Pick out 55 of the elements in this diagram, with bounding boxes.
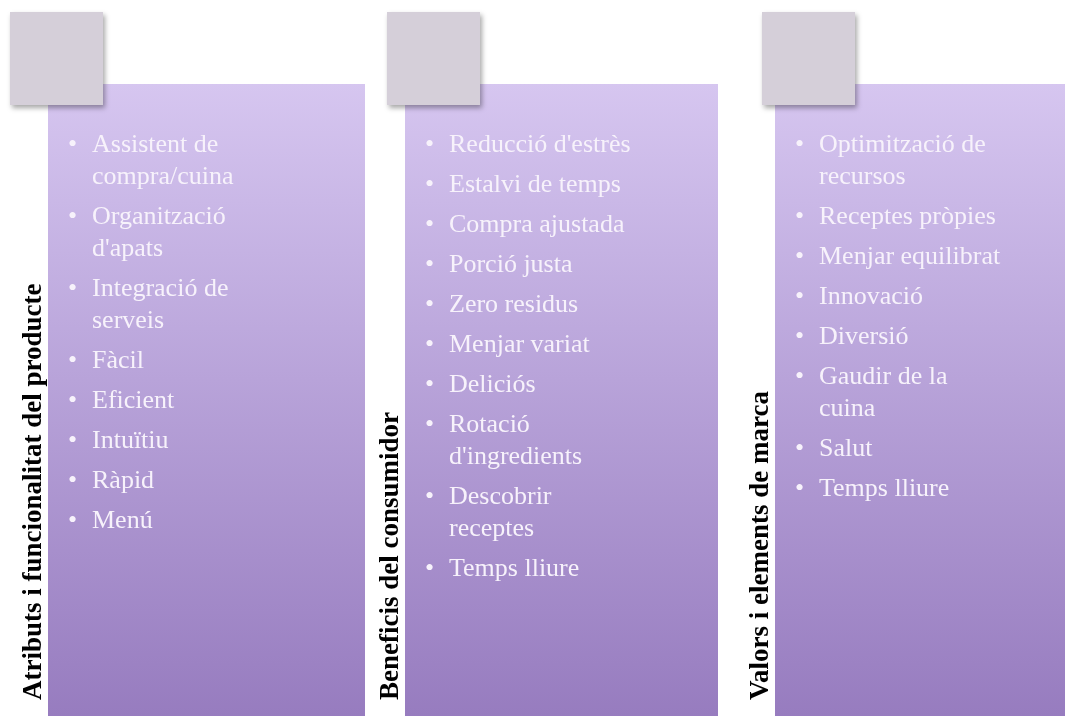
list-item-text: Rotació d'ingredients bbox=[449, 408, 584, 472]
bullet-mark: • bbox=[425, 408, 436, 440]
bullet-mark: • bbox=[425, 288, 436, 320]
list-item-text: Temps lliure bbox=[449, 552, 581, 584]
bullet-mark: • bbox=[795, 360, 806, 392]
square-tab bbox=[387, 12, 480, 105]
square-tab bbox=[10, 12, 103, 105]
bullet-mark: • bbox=[425, 248, 436, 280]
bullet-mark: • bbox=[795, 472, 806, 504]
bullet-mark: • bbox=[795, 280, 806, 312]
bullet-mark: • bbox=[68, 384, 79, 416]
list-item-text: Menjar equilibrat bbox=[819, 240, 1002, 272]
vertical-heading: Atributs i funcionalitat del producte bbox=[16, 283, 48, 700]
list-item-text: Organització d'apats bbox=[92, 200, 227, 264]
list-item-text: Diversió bbox=[819, 320, 910, 352]
list-item-text: Temps lliure bbox=[819, 472, 951, 504]
bullet-mark: • bbox=[425, 328, 436, 360]
list-item-text: Integració de serveis bbox=[92, 272, 230, 336]
bullet-mark: • bbox=[425, 552, 436, 584]
list-item-text: Gaudir de la cuina bbox=[819, 360, 949, 424]
list-item-text: Porció justa bbox=[449, 248, 574, 280]
bullet-mark: • bbox=[68, 344, 79, 376]
list-item-text: Fàcil bbox=[92, 344, 145, 376]
list-item-text: Compra ajustada bbox=[449, 208, 626, 240]
bullet-mark: • bbox=[795, 320, 806, 352]
bullet-mark: • bbox=[795, 432, 806, 464]
bullet-mark: • bbox=[68, 200, 79, 232]
list-item-text: Ràpid bbox=[92, 464, 156, 496]
list-item-text: Deliciós bbox=[449, 368, 537, 400]
bullet-mark: • bbox=[68, 424, 79, 456]
bullet-mark: • bbox=[795, 240, 806, 272]
list-item-text: Innovació bbox=[819, 280, 924, 312]
bullet-mark: • bbox=[795, 200, 806, 232]
list-item-text: Menjar variat bbox=[449, 328, 591, 360]
bullet-mark: • bbox=[68, 504, 79, 536]
bullet-mark: • bbox=[425, 168, 436, 200]
bullet-mark: • bbox=[425, 128, 436, 160]
list-item-text: Intuïtiu bbox=[92, 424, 170, 456]
vertical-heading: Beneficis del consumidor bbox=[373, 412, 405, 700]
list-item-text: Menú bbox=[92, 504, 154, 536]
list-item-text: Estalvi de temps bbox=[449, 168, 622, 200]
list-item-text: Receptes pròpies bbox=[819, 200, 997, 232]
square-tab bbox=[762, 12, 855, 105]
bullet-mark: • bbox=[68, 128, 79, 160]
list-item-text: Descobrir receptes bbox=[449, 480, 553, 544]
bullet-mark: • bbox=[425, 480, 436, 512]
list-item-text: Salut bbox=[819, 432, 874, 464]
bullet-mark: • bbox=[795, 128, 806, 160]
list-item-text: Eficient bbox=[92, 384, 176, 416]
bullet-mark: • bbox=[425, 368, 436, 400]
bullet-mark: • bbox=[425, 208, 436, 240]
vertical-heading: Valors i elements de marca bbox=[743, 391, 775, 700]
list-item-text: Zero residus bbox=[449, 288, 580, 320]
bullet-mark: • bbox=[68, 272, 79, 304]
bullet-mark: • bbox=[68, 464, 79, 496]
